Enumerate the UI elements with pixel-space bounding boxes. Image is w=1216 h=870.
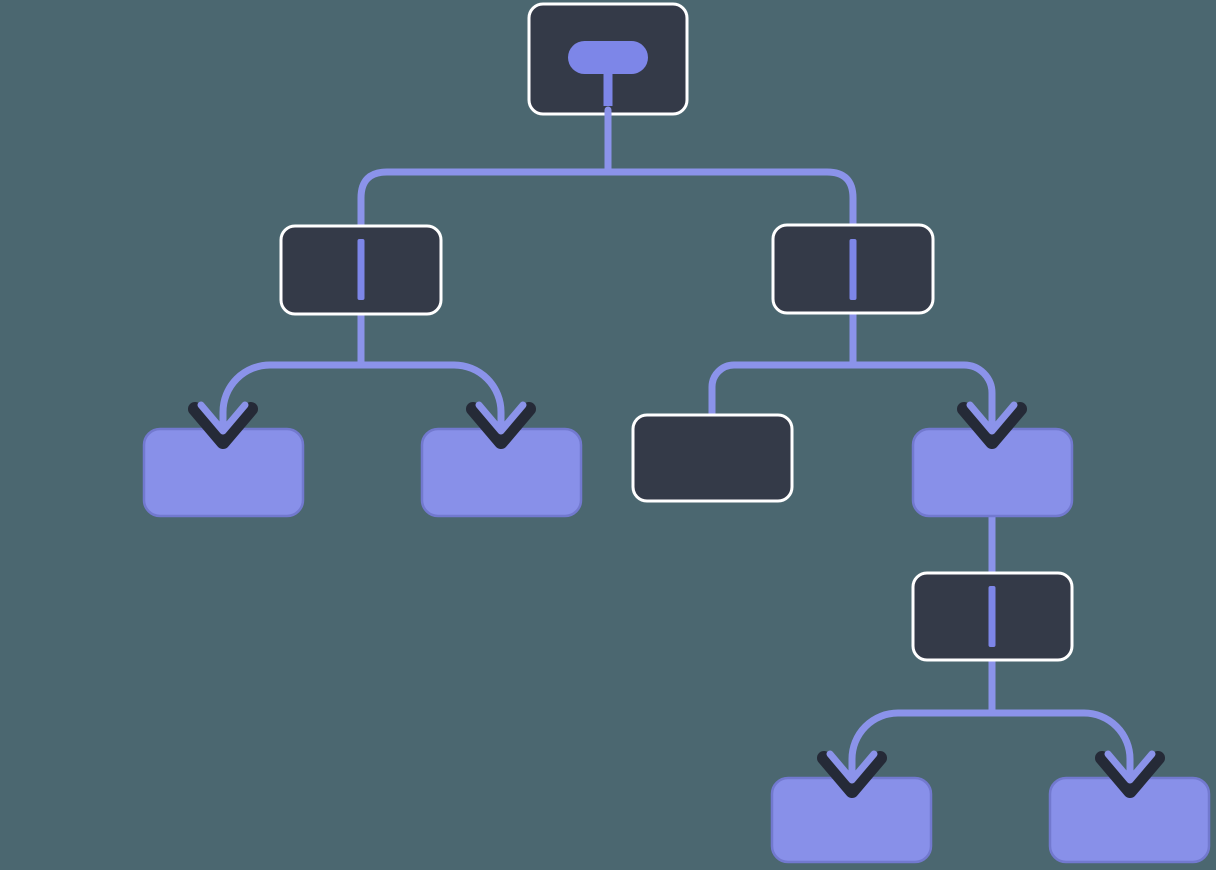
arrow-dark-chevron-icon xyxy=(817,751,887,798)
arrow-dark-chevron-icon xyxy=(957,402,1027,449)
connector-arm-left-a xyxy=(219,361,365,435)
arrow-into-leaf-d xyxy=(957,401,1027,449)
node-layer xyxy=(142,2,1211,864)
decoration-layer xyxy=(357,41,996,647)
arrow-accent-chevron-icon xyxy=(966,401,1018,435)
root-pill-icon xyxy=(568,41,648,74)
arrow-dark-chevron-icon xyxy=(188,402,258,449)
node-child-plain[interactable] xyxy=(631,413,794,503)
branch-lower-bar-icon xyxy=(988,586,996,647)
arrow-accent-chevron-icon xyxy=(826,750,878,784)
connector-layer xyxy=(219,168,1134,784)
branch-right-bar-icon xyxy=(849,239,857,300)
connector-arm-right-c xyxy=(708,361,857,421)
arrow-accent-chevron-icon xyxy=(197,401,249,435)
arrow-dark-chevron-icon xyxy=(466,402,536,449)
connector-arm-bottom-e xyxy=(848,709,996,784)
connector-arm-bottom-f xyxy=(988,709,1134,784)
arrow-into-leaf-a xyxy=(188,401,258,449)
arrow-layer xyxy=(188,401,1165,798)
arrow-into-leaf-b xyxy=(466,401,536,449)
branch-left-bar-icon xyxy=(357,239,365,300)
arrow-dark-chevron-icon xyxy=(1095,751,1165,798)
arrow-into-leaf-e xyxy=(817,750,887,798)
arrow-into-leaf-f xyxy=(1095,750,1165,798)
connector-arm-left-b xyxy=(357,361,505,435)
arrow-accent-chevron-icon xyxy=(1104,750,1156,784)
connector-arm-right-d xyxy=(849,361,996,435)
arrow-accent-chevron-icon xyxy=(475,401,527,435)
root-stem-icon xyxy=(603,72,613,106)
